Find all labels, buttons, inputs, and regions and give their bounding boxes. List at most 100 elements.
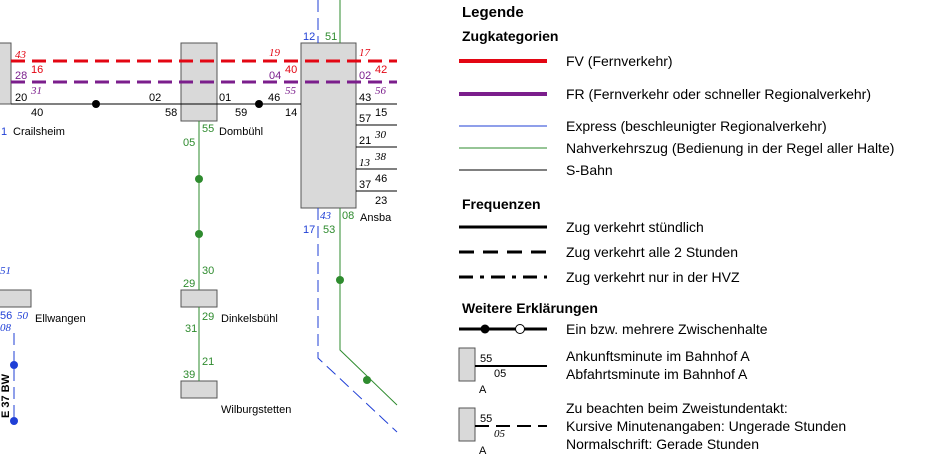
minute: 43 xyxy=(15,49,27,61)
station-name-dombuehl: Dombühl xyxy=(219,126,263,138)
category-label-local: Nahverkehrszug (Bedienung in der Regel a… xyxy=(566,140,894,156)
example-station-label: A xyxy=(479,384,487,396)
local-line-south xyxy=(339,208,398,406)
stops-label: Ein bzw. mehrere Zwischenhalte xyxy=(566,321,768,337)
example-arrival-minute: 55 xyxy=(480,353,492,365)
crailsheim-station-box xyxy=(0,42,12,105)
station-name-crailsheim: Crailsheim xyxy=(13,126,65,138)
minute: 17 xyxy=(303,224,315,236)
intermediate-stop xyxy=(10,361,18,369)
minute: 51 xyxy=(325,31,337,43)
minute: 46 xyxy=(375,173,387,185)
minute: 17 xyxy=(359,47,371,59)
station-name-dinkelsbuehl: Dinkelsbühl xyxy=(221,313,278,325)
intermediate-stop xyxy=(363,376,371,384)
minute: 04 xyxy=(269,70,281,82)
minute: 39 xyxy=(183,369,195,381)
minute: 12 xyxy=(303,31,315,43)
minute: 02 xyxy=(359,70,371,82)
minute: 16 xyxy=(31,64,43,76)
even-hours-label: Normalschrift: Gerade Stunden xyxy=(566,436,759,452)
odd-hours-label: Kursive Minutenangaben: Ungerade Stunden xyxy=(566,418,846,434)
intermediate-stop xyxy=(92,100,100,108)
example-station-box xyxy=(458,347,476,382)
minute: 37 xyxy=(359,179,371,191)
category-label-fv: FV (Fernverkehr) xyxy=(566,53,673,69)
minute: 43 xyxy=(359,92,371,104)
minute: 43 xyxy=(320,210,332,222)
station-name-ellwangen: Ellwangen xyxy=(35,313,86,325)
minute: 1 xyxy=(1,126,7,138)
minute: 57 xyxy=(359,113,371,125)
minute: 23 xyxy=(375,195,387,207)
wilburgstetten-station-box xyxy=(180,380,218,399)
minute: 21 xyxy=(359,135,371,147)
minute: 14 xyxy=(285,107,297,119)
legend-title: Legende xyxy=(462,4,524,21)
minute: 56 xyxy=(375,85,387,97)
stop-dot-filled xyxy=(480,324,490,334)
minute: 30 xyxy=(202,265,214,277)
departure-label: Abfahrtsminute im Bahnhof A xyxy=(566,366,748,382)
station-name-ansbach: Ansba xyxy=(360,212,392,224)
intermediate-stop xyxy=(195,230,203,238)
intermediate-stop xyxy=(10,417,18,425)
example-station-label-2: A xyxy=(479,445,487,457)
minute: 59 xyxy=(235,107,247,119)
ansbach-station-box xyxy=(300,42,357,209)
minute: 29 xyxy=(202,311,214,323)
station-name-wilburgstetten: Wilburgstetten xyxy=(221,404,291,416)
minute: 40 xyxy=(285,64,297,76)
minute: 53 xyxy=(323,224,335,236)
category-label-fr: FR (Fernverkehr oder schneller Regionalv… xyxy=(566,86,871,102)
minute: 01 xyxy=(219,92,231,104)
minute: 15 xyxy=(375,107,387,119)
frequency-label-hourly: Zug verkehrt stündlich xyxy=(566,219,704,235)
minute: 02 xyxy=(149,92,161,104)
express-line-south xyxy=(317,208,398,433)
arrival-label: Ankunftsminute im Bahnhof A xyxy=(566,348,750,364)
minute: 38 xyxy=(374,151,387,163)
minute: 19 xyxy=(269,47,281,59)
minute: 31 xyxy=(185,323,197,335)
frequency-label-two-hourly: Zug verkehrt alle 2 Stunden xyxy=(566,244,738,260)
intermediate-stop xyxy=(255,100,263,108)
dinkelsbuehl-station-box xyxy=(180,289,218,308)
example-departure-minute: 05 xyxy=(494,368,506,380)
minute: 55 xyxy=(202,123,214,135)
route-label: E 37 BW xyxy=(0,373,12,418)
minute: 20 xyxy=(15,92,27,104)
minute: 28 xyxy=(15,70,27,82)
categories-title: Zugkategorien xyxy=(462,28,558,44)
minute: 42 xyxy=(375,64,387,76)
minute: 13 xyxy=(359,157,371,169)
minute: 46 xyxy=(268,92,280,104)
example-station-box-2 xyxy=(458,407,476,442)
minute: 30 xyxy=(374,129,387,141)
minute: 05 xyxy=(183,137,195,149)
minute: 58 xyxy=(165,107,177,119)
stop-dot-open xyxy=(515,324,525,334)
minute: 21 xyxy=(202,356,214,368)
minute: 31 xyxy=(30,85,42,97)
minute: 08 xyxy=(342,210,354,222)
intermediate-stop xyxy=(336,276,344,284)
frequency-title: Frequenzen xyxy=(462,196,541,212)
example-arrival-minute-2: 55 xyxy=(480,413,492,425)
two-hour-label: Zu beachten beim Zweistundentakt: xyxy=(566,400,788,416)
minute: 40 xyxy=(31,107,43,119)
ellwangen-station-box xyxy=(0,289,32,308)
intermediate-stop xyxy=(195,175,203,183)
category-label-express: Express (beschleunigter Regionalverkehr) xyxy=(566,118,827,134)
minute: 29 xyxy=(183,278,195,290)
minute: 55 xyxy=(285,85,297,97)
more-title: Weitere Erklärungen xyxy=(462,300,598,316)
category-label-sbahn: S-Bahn xyxy=(566,162,613,178)
minute: 51 xyxy=(0,265,11,277)
frequency-label-peak: Zug verkehrt nur in der HVZ xyxy=(566,269,740,285)
minute: 08 xyxy=(0,322,12,334)
minute: 56 xyxy=(0,310,12,322)
minute: 50 xyxy=(17,310,29,322)
legend: Legende Zugkategorien FV (Fernverkehr) F… xyxy=(458,4,894,457)
